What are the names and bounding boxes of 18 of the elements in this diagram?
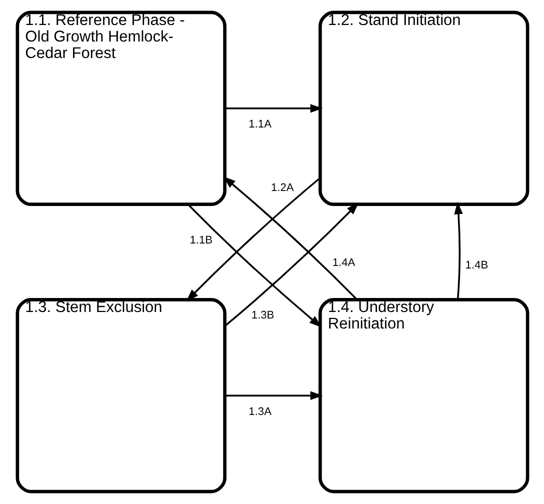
edge-label: 1.1B bbox=[189, 234, 212, 247]
node-box: 1.4. Understory Reinitiation bbox=[318, 298, 529, 494]
node-box: 1.3. Stem Exclusion bbox=[15, 298, 226, 494]
arrow bbox=[186, 204, 322, 328]
arrow bbox=[454, 202, 462, 300]
edge-label: 1.3B bbox=[250, 309, 274, 322]
arrow bbox=[224, 391, 322, 400]
edge-label: 1.4B bbox=[464, 259, 488, 272]
arrow bbox=[224, 104, 322, 113]
edge-label: 1.3A bbox=[248, 406, 271, 418]
node-box: 1.1. Reference Phase - Old Growth Hemlock-Cedar Forest bbox=[15, 10, 226, 206]
edge-label: 1.2A bbox=[270, 182, 294, 194]
arrow bbox=[186, 177, 320, 302]
arrow bbox=[224, 202, 358, 326]
node-box: 1.2. Stand Initiation bbox=[318, 10, 529, 206]
edge-label: 1.4A bbox=[332, 256, 355, 269]
edge-label: 1.1A bbox=[248, 118, 271, 131]
arrow bbox=[222, 176, 358, 300]
